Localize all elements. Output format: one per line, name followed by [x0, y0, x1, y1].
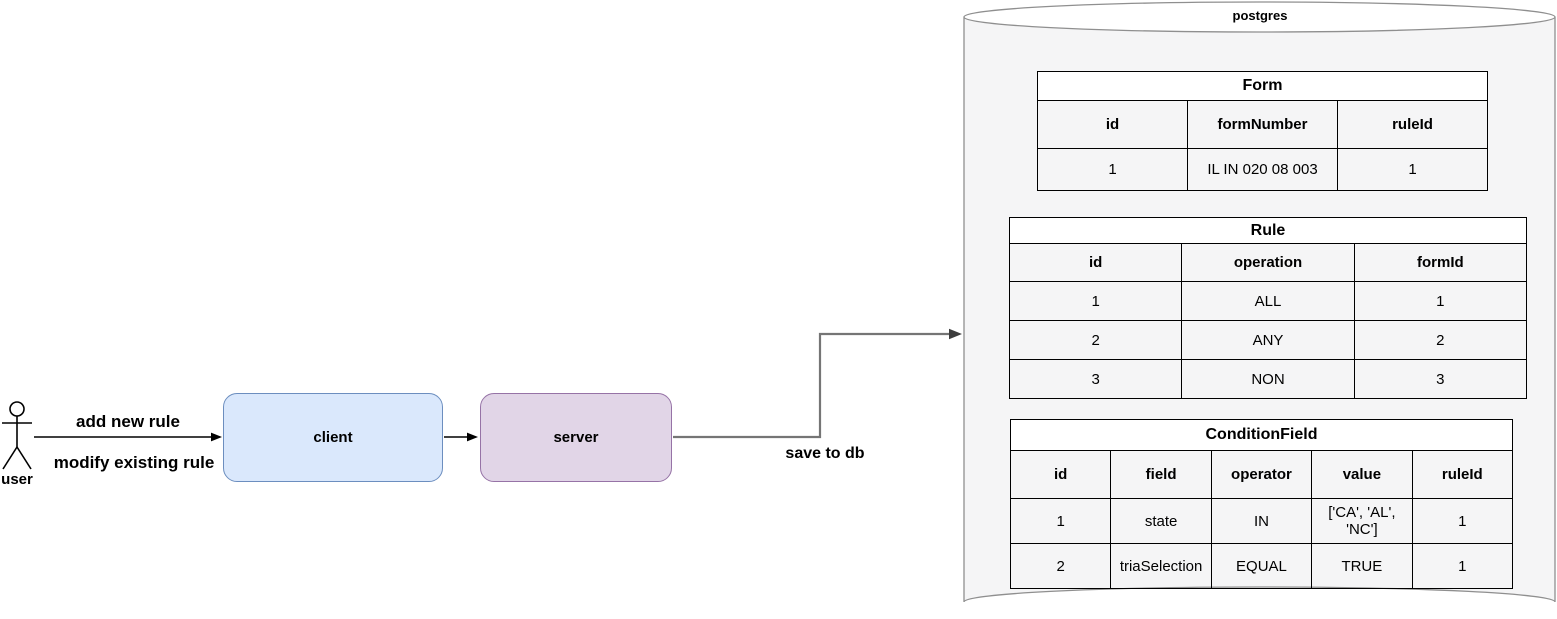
user-actor-label: user: [1, 471, 33, 488]
table-header-cell: id: [1009, 450, 1112, 499]
table-cell: 1: [1009, 498, 1112, 544]
table-cell: EQUAL: [1210, 543, 1313, 589]
table-cell: triaSelection: [1110, 543, 1212, 589]
table-header-cell: ruleId: [1337, 100, 1488, 149]
node-server: server: [480, 393, 672, 482]
table-header-cell: value: [1311, 450, 1413, 499]
table-header-cell: operation: [1181, 243, 1355, 282]
table-cell: 1: [1037, 148, 1188, 191]
table-cell: 3: [1353, 359, 1528, 399]
arrow-client-to-server: [444, 432, 478, 442]
table-cell: ANY: [1181, 320, 1355, 360]
table-cell: NON: [1181, 359, 1355, 399]
node-client: client: [223, 393, 443, 482]
table-header-cell: id: [1037, 100, 1188, 149]
table-header-cell: field: [1110, 450, 1212, 499]
table-cell: IL IN 020 08 003: [1187, 148, 1338, 191]
table-cell: state: [1110, 498, 1212, 544]
table-title: Form: [1037, 71, 1488, 101]
node-client-label: client: [313, 429, 353, 446]
node-server-label: server: [553, 429, 599, 446]
table-cell: 1: [1411, 498, 1514, 544]
table-cell: ALL: [1181, 281, 1355, 321]
table-header-cell: ruleId: [1411, 450, 1514, 499]
table-cell: ['CA', 'AL', 'NC']: [1311, 498, 1413, 544]
arrow-server-to-db: [673, 328, 962, 439]
arrow-user-to-client: [34, 432, 222, 442]
table-cell: 1: [1411, 543, 1514, 589]
table-header-cell: formNumber: [1187, 100, 1338, 149]
user-actor-icon: [2, 401, 32, 470]
table-cell: 2: [1009, 543, 1112, 589]
table-title: Rule: [1009, 217, 1527, 244]
edge-label-add-new-rule: add new rule: [76, 412, 180, 431]
table-cell: 2: [1353, 320, 1528, 360]
table-header-cell: formId: [1353, 243, 1528, 282]
table-cell: 1: [1353, 281, 1528, 321]
table-title: ConditionField: [1010, 419, 1513, 451]
table-cell: 1: [1337, 148, 1488, 191]
table-cell: 3: [1008, 359, 1183, 399]
database-title: postgres: [1232, 8, 1288, 23]
table-header-cell: operator: [1210, 450, 1313, 499]
edge-label-modify-existing-rule: modify existing rule: [53, 453, 215, 472]
table-cell: 1: [1008, 281, 1183, 321]
table-cell: IN: [1210, 498, 1313, 544]
table-cell: 2: [1008, 320, 1183, 360]
table-cell: TRUE: [1311, 543, 1413, 589]
edge-label-save-to-db: save to db: [785, 445, 865, 462]
table-header-cell: id: [1008, 243, 1183, 282]
